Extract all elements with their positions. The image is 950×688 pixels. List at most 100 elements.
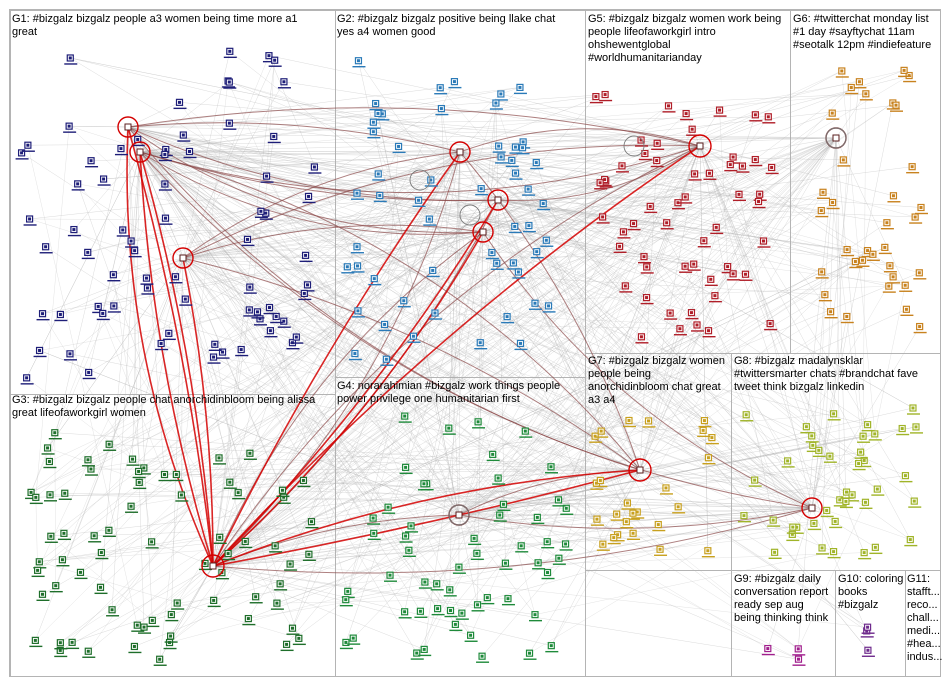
edge <box>212 271 822 567</box>
edge <box>73 229 768 649</box>
edge <box>159 80 229 660</box>
edge <box>699 145 911 540</box>
edge <box>408 137 837 551</box>
edge <box>139 151 405 612</box>
edge <box>212 266 686 567</box>
hub-avatar <box>456 148 464 156</box>
edge <box>459 151 869 651</box>
edge <box>212 112 833 567</box>
edge <box>55 257 184 586</box>
edge <box>72 514 460 643</box>
node-g4 <box>430 580 444 591</box>
node-g7 <box>589 432 603 443</box>
edge <box>461 137 837 614</box>
edge <box>459 104 897 153</box>
node-g2 <box>540 236 554 247</box>
edge <box>276 316 799 650</box>
edge <box>227 145 701 554</box>
node-g6 <box>841 245 855 257</box>
node-g5 <box>617 228 631 239</box>
edge <box>54 432 641 471</box>
edge <box>405 173 695 468</box>
edge <box>536 162 641 471</box>
node-g1 <box>173 98 187 110</box>
edge <box>139 87 521 153</box>
node-g7 <box>659 484 673 495</box>
edge <box>131 420 649 507</box>
edge <box>699 145 915 502</box>
edge <box>164 154 641 471</box>
node-g5 <box>596 213 610 224</box>
edge-strong <box>139 151 484 235</box>
edge <box>212 510 827 567</box>
edge <box>64 493 813 509</box>
node-g6 <box>903 71 917 83</box>
edge <box>35 126 70 498</box>
edge <box>833 87 852 414</box>
edge <box>139 151 356 354</box>
edge <box>534 303 641 471</box>
edge <box>212 349 242 567</box>
edge <box>296 192 824 338</box>
node-g7 <box>701 547 715 558</box>
edge <box>282 420 649 491</box>
edge <box>257 285 889 313</box>
edge <box>139 151 431 181</box>
edge <box>182 257 618 535</box>
edge-strong <box>459 151 641 471</box>
node-g7 <box>627 529 641 540</box>
edge <box>127 126 704 241</box>
node-g7 <box>705 434 719 445</box>
edge <box>377 113 620 247</box>
edge <box>476 507 813 554</box>
node-g2 <box>474 339 488 350</box>
node-g3 <box>269 542 283 553</box>
node-g3 <box>232 489 246 500</box>
node-g3 <box>222 549 236 561</box>
edge <box>459 151 894 278</box>
edge <box>165 149 813 509</box>
panel-border-g11 <box>905 570 941 677</box>
node-g2 <box>428 309 442 320</box>
edge <box>481 469 641 657</box>
node-g1 <box>81 248 95 260</box>
edge-heavy <box>212 231 484 567</box>
node-g2 <box>509 143 523 154</box>
edge <box>111 151 141 610</box>
edge <box>599 182 813 509</box>
edge <box>525 223 634 432</box>
edge <box>212 206 651 567</box>
node-g8 <box>823 452 837 463</box>
node-g4 <box>545 642 559 653</box>
edge <box>213 356 712 438</box>
edge-heavy <box>212 469 641 567</box>
edge <box>745 137 837 275</box>
hub-node <box>688 134 712 158</box>
node-g3 <box>82 647 96 658</box>
edge <box>811 413 834 509</box>
node-g4 <box>398 608 412 619</box>
edge <box>182 257 548 573</box>
node-g9 <box>761 644 775 656</box>
node-g3 <box>81 456 95 467</box>
edge <box>212 475 906 567</box>
node-g8 <box>781 457 795 468</box>
edge <box>704 316 847 421</box>
hub-avatar <box>124 123 132 131</box>
edge <box>448 151 461 429</box>
edge <box>482 114 756 233</box>
node-g5 <box>736 162 750 173</box>
edge <box>182 108 442 259</box>
node-g8 <box>800 423 814 434</box>
node-g4 <box>449 620 463 632</box>
edge <box>520 343 641 471</box>
node-g8 <box>899 472 913 483</box>
edge <box>423 231 484 650</box>
edge <box>811 316 848 509</box>
node-g5 <box>688 170 702 181</box>
edge-strong <box>182 144 701 259</box>
node-g4 <box>402 546 416 557</box>
node-g6 <box>866 250 880 261</box>
node-g8 <box>839 497 853 509</box>
node-g6 <box>849 257 863 269</box>
